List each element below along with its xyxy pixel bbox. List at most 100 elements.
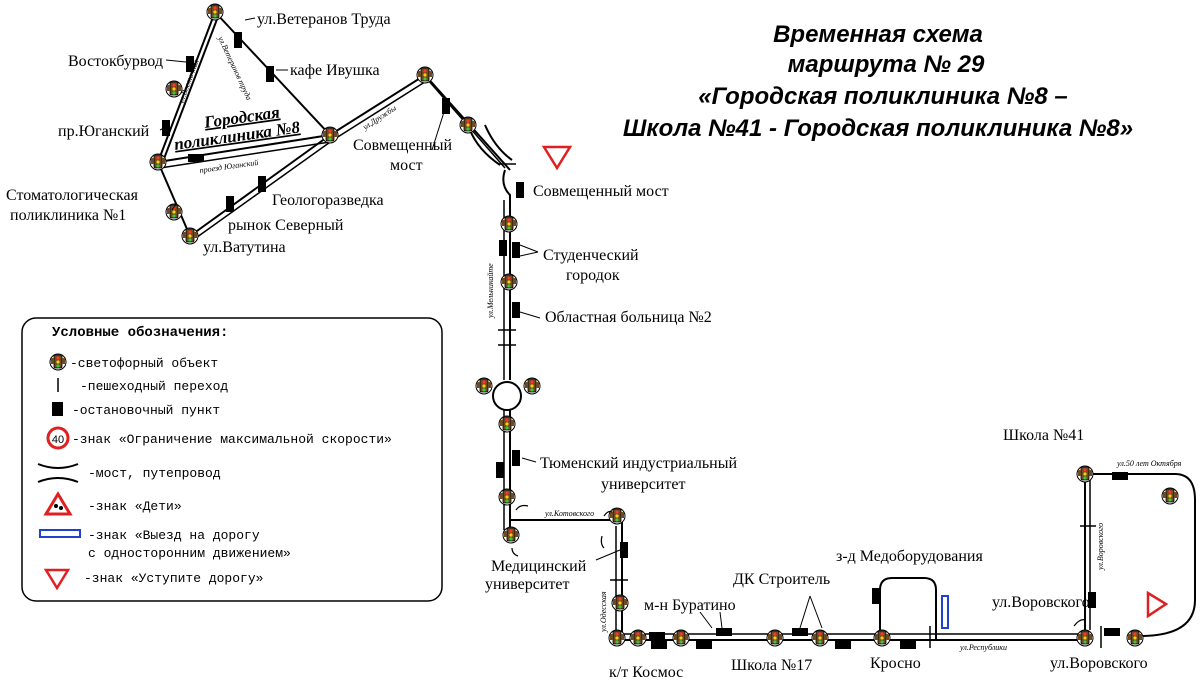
stop-label: Совмещенный [353,137,452,154]
svg-text:ул.Котовского: ул.Котовского [544,509,594,518]
stop-label: пр.Юганский [58,123,150,140]
speed-limit-sign-icon: 40 [46,426,70,450]
stop-labels: ул.Ветеранов Труда Востокбурвод кафе Иву… [6,11,1148,681]
stop-label: Совмещенный мост [533,183,669,200]
bus-stop-icon [512,450,520,466]
traffic-light-icon [1076,465,1094,483]
legend-item-label: -знак «Уступите дорогу» [84,571,263,586]
stop-label: Стоматологическая [6,187,139,204]
stop-label: Студенческий [543,247,639,264]
traffic-light-icon [502,526,520,544]
legend-item-label: -мост, путепровод [88,466,221,481]
stop-label: ул.Ватутина [203,239,286,256]
bus-stop-icon [496,462,504,478]
stop-label: к/т Космос [609,664,683,681]
bus-stop-icon [872,588,880,604]
yield-sign-icon [43,568,71,591]
legend-item-label: -знак «Выезд на дорогу [88,528,260,543]
one-way-exit-sign-icon [39,529,81,538]
bus-stop-icon [512,242,520,258]
bus-stop-icon [835,641,851,649]
crosswalks [498,163,1102,648]
stop-label: рынок Северный [228,217,344,234]
traffic-light-icon [49,353,67,371]
legend-item-label: -знак «Ограничение максимальной скорости… [72,432,392,447]
traffic-light-icon [500,273,518,291]
bus-stop-icon [696,641,712,649]
bridge-icon [37,463,79,483]
bridge-marker [469,124,513,166]
bus-stop-icon [188,154,204,162]
bus-stop-icon [716,628,732,636]
traffic-light-icon [475,377,493,395]
stop-label: ул.Воровского [1050,655,1148,672]
stop-label: Медицинский [491,558,587,575]
turn-arrows [511,504,1087,627]
yield-sign-icon [1146,590,1169,619]
svg-text:ул.Воровского: ул.Воровского [1096,523,1105,571]
traffic-light-icon [321,126,339,144]
bus-stop-icon [1104,628,1120,636]
leader-lines [159,17,823,629]
bus-stop-icon [1112,472,1128,480]
traffic-light-icon [611,594,629,612]
bus-stop-icon [499,240,507,256]
clinic-label: Городская поликлиника №8 [173,103,302,154]
svg-text:ул.Одесская: ул.Одесская [599,591,608,633]
stop-label: ул.Ветеранов Труда [257,11,391,28]
stop-label: университет [485,576,569,593]
bus-stop-icon [651,641,667,649]
stop-label: университет [601,476,685,493]
traffic-light-icon [873,629,891,647]
traffic-light-icon [498,488,516,506]
stop-label: ул.Воровского [992,594,1090,611]
legend-item-label: -остановочный пункт [72,403,220,418]
traffic-light-icon [1161,487,1179,505]
traffic-light-icon [523,377,541,395]
traffic-light-icon [1076,629,1094,647]
stop-label: ДК Строитель [733,571,830,588]
bus-stop-icon [516,182,524,198]
stop-label: Школа №17 [731,657,812,674]
children-sign-icon [43,491,73,516]
bus-stop-icon [620,542,628,558]
legend-item-label: -пешеходный переход [80,379,228,394]
stop-label: Тюменский индустриальный [540,455,737,472]
stop-label: Геологоразведка [272,192,384,209]
traffic-light-icon [1126,629,1144,647]
svg-text:«Городская поликлиника №8 –: «Городская поликлиника №8 – [698,83,1067,110]
traffic-light-icon [149,153,167,171]
traffic-light-icon [459,116,477,134]
svg-text:Школа №41 - Городская поликлин: Школа №41 - Городская поликлиника №8» [623,115,1133,142]
svg-text:ул.Мельникайте: ул.Мельникайте [486,263,495,319]
bus-stop-icon [226,196,234,212]
traffic-light-icon [181,227,199,245]
stop-label: м-н Буратино [644,597,736,614]
traffic-light-icon [206,3,224,21]
stop-label: кафе Ивушка [290,62,380,79]
traffic-light-icon [498,415,516,433]
traffic-light-icon [672,629,690,647]
stop-label: мост [390,157,423,174]
legend-item-label: -светофорный объект [70,356,218,371]
traffic-light-icon [608,507,626,525]
yield-sign-icon [541,145,573,171]
bus-stop-icon [792,628,808,636]
bus-stop-icon [512,302,520,318]
stop-label: Востокбурвод [68,53,163,70]
legend: Условные обозначения: -светофорный объек… [21,317,443,602]
traffic-light-icon [416,66,434,84]
stop-label: Кросно [870,655,921,672]
bus-stop-icon [649,632,665,640]
legend-item-label: -знак «Дети» [88,499,182,514]
traffic-light-icon [629,629,647,647]
stop-label: Школа №41 [1003,427,1084,444]
bus-stop-icon [900,641,916,649]
traffic-light-icon [500,215,518,233]
bus-stop-icon [442,98,450,114]
svg-text:маршрута № 29: маршрута № 29 [788,51,985,78]
stop-label: городок [566,267,620,284]
traffic-light-icon [766,629,784,647]
stop-label: поликлиника №1 [10,207,126,224]
